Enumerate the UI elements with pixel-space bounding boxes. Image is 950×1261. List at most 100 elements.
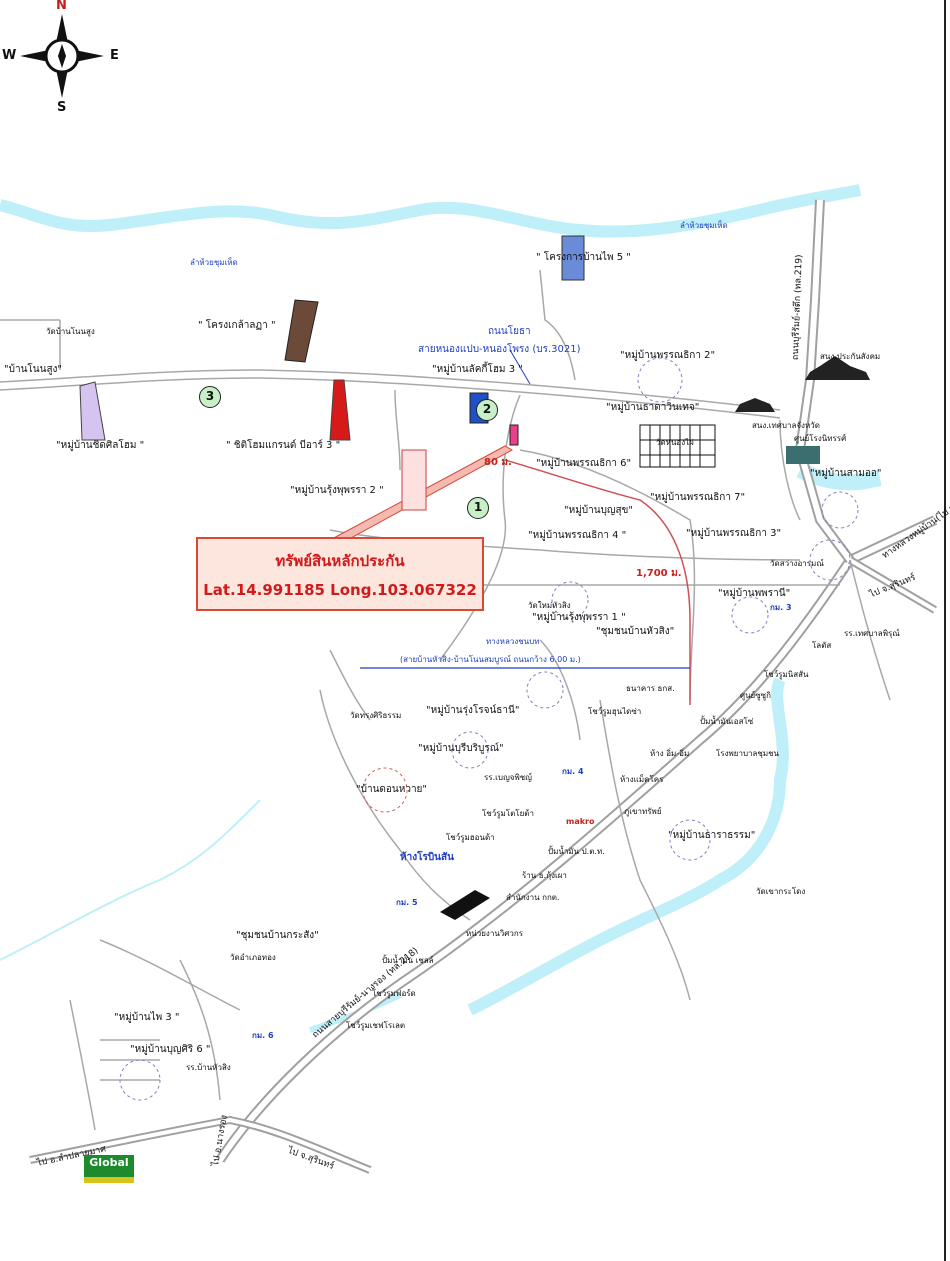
place-km5: กม. 5 bbox=[396, 898, 418, 907]
callout-title: ทรัพย์สินหลักประกัน bbox=[275, 552, 405, 570]
right-exit-inner bbox=[848, 558, 937, 612]
place-hospital: โรงพยาบาลชุมชน bbox=[716, 749, 780, 758]
village-panthika-4: "หมู่บ้านพรรณธิกา 4 " bbox=[528, 530, 627, 541]
compass-e: E bbox=[110, 48, 119, 63]
place-seven: ห้าง อิ่ม-อิ่ม bbox=[650, 749, 690, 758]
place-wat-nonsung: วัดบ้านโนนสูง bbox=[46, 327, 95, 336]
project-pai-5 bbox=[561, 235, 585, 281]
building-sports bbox=[786, 446, 820, 464]
place-hospital2: โชว์รูมโตโยต้า bbox=[482, 809, 534, 818]
place-wat-sawang: วัดสว่างอารมณ์ bbox=[770, 559, 824, 568]
place-office: สำนักงาน กกต. bbox=[506, 893, 560, 902]
village-rungroj: "หมู่บ้านรุ่งโรจน์ธานี" bbox=[426, 705, 520, 716]
frame-border bbox=[944, 0, 946, 1261]
village-vintage: "หมู่บ้านธาดาวินเทจ" bbox=[606, 402, 700, 413]
place-toyota: โชว์รูมนิสสัน bbox=[764, 670, 809, 679]
place-wat-huasing: วัดใหม่หัวสิง bbox=[528, 601, 571, 610]
village-buri-boribun: "หมู่บ้านบุรีบริบูรณ์" bbox=[418, 743, 504, 754]
village-circles bbox=[119, 357, 859, 1101]
place-ptt2: ปั้มน้ำมัน ป.ต.ท. bbox=[548, 847, 605, 856]
place-phu: ภูเขาทรัพย์ bbox=[624, 807, 662, 816]
distance-80m: 80 ม. bbox=[484, 457, 512, 468]
project-chidsil bbox=[79, 381, 106, 441]
stream-top bbox=[0, 184, 862, 238]
place-toyota2: โชว์รูมฮุนไดซ่า bbox=[588, 707, 642, 716]
place-wat-paisri: วัดทรงศิริธรรม bbox=[350, 711, 402, 720]
compass-n: N bbox=[56, 0, 67, 13]
place-km4: กม. 4 bbox=[562, 767, 584, 776]
place-suzuki: ศูนย์ซูซูกิ bbox=[740, 691, 771, 700]
place-wat-nongkrai: วัดหนองไผ่ bbox=[656, 438, 694, 447]
project-grand-br3 bbox=[329, 379, 351, 441]
building-tessaban bbox=[735, 398, 775, 412]
place-tessaban: สนง.เทศบาลจังหวัด bbox=[752, 421, 820, 430]
place-makro: ห้างแม็คโคร bbox=[620, 775, 664, 784]
marker-2[interactable]: 2 bbox=[476, 399, 498, 421]
distance-1700m: 1,700 ม. bbox=[636, 568, 682, 579]
village-rung-1: "หมู่บ้านรุ้งพุพรรา 1 " bbox=[532, 612, 626, 623]
property-callout: ทรัพย์สินหลักประกัน Lat.14.991185 Long.1… bbox=[196, 537, 484, 611]
marker-3[interactable]: 3 bbox=[199, 386, 221, 408]
road-3021-label: สายหนองแปบ-หนองโพรง (บร.3021) bbox=[418, 344, 581, 355]
place-ford: โชว์รูมฟอร์ด bbox=[372, 989, 416, 998]
village-huasing: "ชุมชนบ้านหัวสิง" bbox=[596, 626, 675, 637]
village-krasang: "ชุมชนบ้านกระสัง" bbox=[236, 930, 319, 941]
place-honda: โชว์รูมฮอนด้า bbox=[446, 833, 495, 842]
village-grand-br3: " ชิติโฮมแกรนด์ บีอาร์ 3 " bbox=[226, 440, 341, 451]
stream-bottom bbox=[467, 677, 789, 1016]
place-km6: กม. 6 bbox=[252, 1031, 274, 1040]
place-makro-logo: makro bbox=[566, 817, 595, 826]
village-bunsuk: "หมู่บ้านบุญสุข" bbox=[564, 505, 633, 516]
place-km3: กม. 3 bbox=[770, 603, 792, 612]
asphalt-label: ถนนโยธา bbox=[488, 326, 531, 337]
building-kkt bbox=[440, 890, 490, 920]
main-road-inner bbox=[217, 517, 937, 1162]
village-panthika-2: "หมู่บ้านพรรณธิกา 2" bbox=[620, 350, 716, 361]
marker-1[interactable]: 1 bbox=[467, 497, 489, 519]
building-office bbox=[805, 356, 870, 380]
place-shell: ปั้มน้ำมัน เชลล์ bbox=[382, 956, 434, 965]
village-pai-3: "หมู่บ้านไพ 3 " bbox=[114, 1012, 180, 1023]
project-rung-2 bbox=[401, 449, 427, 511]
stream-label-left: ลำห้วยชุมเห็ด bbox=[190, 258, 238, 267]
place-school-3: รร.บ้านหัวสิง bbox=[186, 1063, 231, 1072]
rural-road-label: ทางหลวงชนบท bbox=[486, 637, 540, 646]
stream-label-right: ลำห้วยชุมเห็ด bbox=[680, 221, 728, 230]
place-chevy: โชว์รูมเชฟโรเลต bbox=[346, 1021, 406, 1030]
road-3021-arrow bbox=[509, 349, 531, 385]
village-don-wai: "บ้านดอนหวาย" bbox=[356, 784, 428, 795]
village-lad: " โครงเกล้าลฏา " bbox=[198, 320, 276, 331]
project-lad bbox=[284, 299, 319, 363]
place-wat-nonghin: วัดเขากระโดง bbox=[756, 887, 806, 896]
bottom-road-inner bbox=[29, 1117, 371, 1172]
place-wat-kratham: วัดอำเภอทอง bbox=[230, 953, 276, 962]
village-pai-5: " โครงการบ้านไพ 5 " bbox=[536, 252, 631, 263]
place-ptt: ปั้มน้ำมันเอสโซ่ bbox=[700, 717, 754, 726]
rural-road-label-2: (สายบ้านหัวสิง-บ้านโนนสมบูรณ์ ถนนกว้าง 6… bbox=[400, 655, 581, 664]
route-line bbox=[504, 459, 691, 705]
village-chidsil: "หมู่บ้านชิดศิลโฮม " bbox=[56, 440, 145, 451]
compass-rose bbox=[20, 14, 104, 98]
stream-left bbox=[0, 799, 261, 961]
place-lotus: โลตัส bbox=[812, 641, 832, 650]
place-onor: สนง.ประกันสังคม bbox=[820, 352, 881, 361]
place-school-2: รร.เบญจพิชญ์ bbox=[484, 773, 532, 782]
place-sports: ศูนย์โรงนิทรรศ์ bbox=[794, 434, 847, 443]
village-block-vintage bbox=[639, 424, 716, 468]
place-shop: ร้าน ธ.กุ้งเผา bbox=[522, 871, 567, 880]
right-road-inner bbox=[796, 199, 853, 562]
village-bunsiri-6: "หมู่บ้านบุญศิริ 6 " bbox=[130, 1044, 211, 1055]
compass-w: W bbox=[2, 48, 17, 63]
property-plot bbox=[509, 424, 519, 446]
compass-s: S bbox=[57, 100, 67, 115]
place-robinson: ห้างโรบินสัน bbox=[400, 852, 454, 863]
place-school-1: รร.เทศบาลพิรุณ์ bbox=[844, 629, 900, 638]
village-panthika-7: "หมู่บ้านพรรณธิกา 7" bbox=[650, 492, 746, 503]
vintage-grid bbox=[640, 425, 715, 467]
village-sam-or: "หมู่บ้านสามออ" bbox=[810, 468, 882, 479]
callout-coords: Lat.14.991185 Long.103.067322 bbox=[203, 581, 477, 599]
village-nonsung: "บ้านโนนสูง" bbox=[4, 364, 63, 375]
village-pharani: "หมู่บ้านพพรานี" bbox=[718, 588, 791, 599]
